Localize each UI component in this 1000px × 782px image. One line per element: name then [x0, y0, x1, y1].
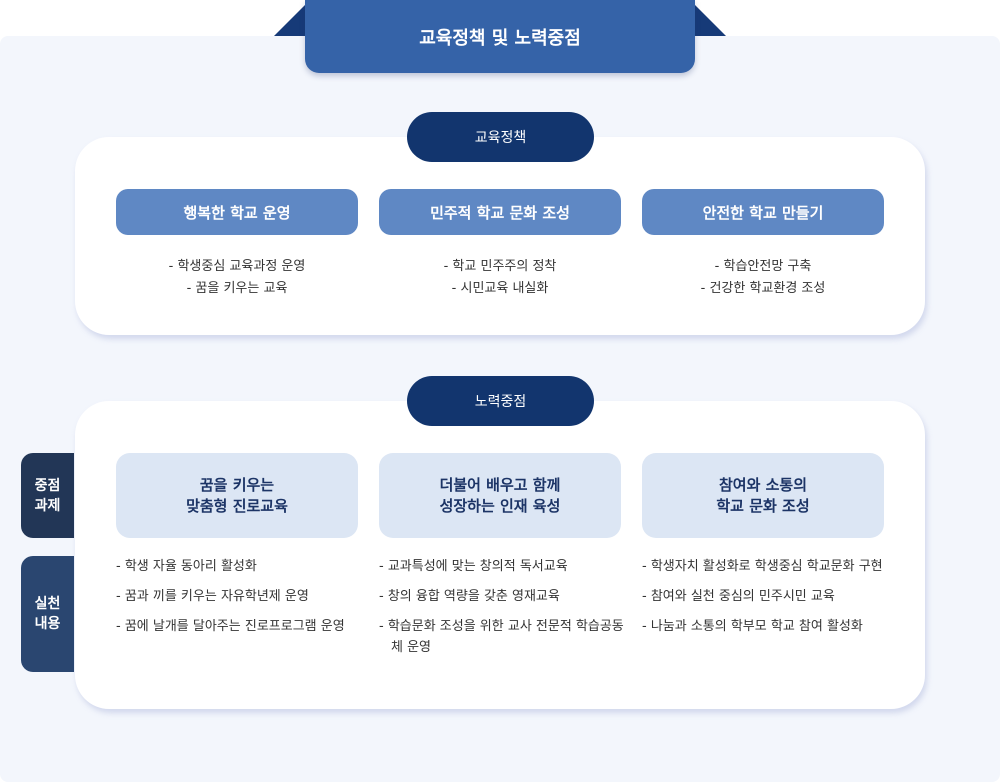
side-tab-line: 과제 — [34, 497, 61, 514]
list-item: - 나눔과 소통의 학부모 학교 참여 활성화 — [642, 619, 863, 634]
ribbon-fold-left — [274, 2, 308, 36]
focus-heading-3: 참여와 소통의 학교 문화 조성 — [642, 453, 884, 538]
focus-card — [75, 401, 925, 709]
list-item: - 시민교육 내실화 — [451, 281, 549, 296]
focus-list-2: - 교과특성에 맞는 창의적 독서교육 - 창의 융합 역량을 갖춘 영재교육 … — [379, 556, 629, 667]
policy-card — [75, 137, 925, 335]
focus-list-1: - 학생 자율 동아리 활성화 - 꿈과 끼를 키우는 자유학년제 운영 - 꿈… — [116, 556, 366, 646]
heading-line: 꿈을 키우는 — [199, 475, 275, 494]
heading-line: 맞춤형 진로교육 — [186, 496, 288, 515]
policy-heading-1: 행복한 학교 운영 — [116, 189, 358, 235]
heading-line: 학교 문화 조성 — [716, 496, 810, 515]
focus-section-label: 노력중점 — [407, 376, 594, 426]
list-item: - 건강한 학교환경 조성 — [700, 281, 826, 296]
list-item: - 꿈을 키우는 교육 — [186, 281, 288, 296]
list-item: - 학생중심 교육과정 운영 — [168, 259, 306, 274]
list-item: - 학습문화 조성을 위한 교사 전문적 학습공동체 운영 — [379, 619, 624, 655]
heading-line: 더불어 배우고 함께 — [439, 475, 561, 494]
policy-list-1: - 학생중심 교육과정 운영 - 꿈을 키우는 교육 — [116, 256, 358, 300]
list-item: - 학생 자율 동아리 활성화 — [116, 559, 257, 574]
policy-list-3: - 학습안전망 구축 - 건강한 학교환경 조성 — [642, 256, 884, 300]
policy-heading-2: 민주적 학교 문화 조성 — [379, 189, 621, 235]
list-item: - 참여와 실천 중심의 민주시민 교육 — [642, 589, 835, 604]
list-item: - 학습안전망 구축 — [714, 259, 812, 274]
ribbon-fold-right — [692, 2, 726, 36]
list-item: - 학생자치 활성화로 학생중심 학교문화 구현 — [642, 559, 883, 574]
focus-heading-2: 더불어 배우고 함께 성장하는 인재 육성 — [379, 453, 621, 538]
heading-line: 성장하는 인재 육성 — [439, 496, 561, 515]
side-tab-line: 내용 — [34, 616, 61, 632]
side-tab-line: 중점 — [34, 477, 61, 494]
list-item: - 꿈에 날개를 달아주는 진로프로그램 운영 — [116, 619, 345, 634]
page-title: 교육정책 및 노력중점 — [305, 0, 695, 73]
list-item: - 꿈과 끼를 키우는 자유학년제 운영 — [116, 589, 309, 604]
heading-line: 참여와 소통의 — [718, 475, 808, 494]
side-tab-line: 실천 — [34, 596, 61, 612]
list-item: - 학교 민주주의 정착 — [443, 259, 557, 274]
policy-section-label: 교육정책 — [407, 112, 594, 162]
list-item: - 창의 융합 역량을 갖춘 영재교육 — [379, 589, 560, 604]
focus-list-3: - 학생자치 활성화로 학생중심 학교문화 구현 - 참여와 실천 중심의 민주… — [642, 556, 892, 646]
policy-heading-3: 안전한 학교 만들기 — [642, 189, 884, 235]
focus-heading-1: 꿈을 키우는 맞춤형 진로교육 — [116, 453, 358, 538]
policy-list-2: - 학교 민주주의 정착 - 시민교육 내실화 — [379, 256, 621, 300]
list-item: - 교과특성에 맞는 창의적 독서교육 — [379, 559, 568, 574]
